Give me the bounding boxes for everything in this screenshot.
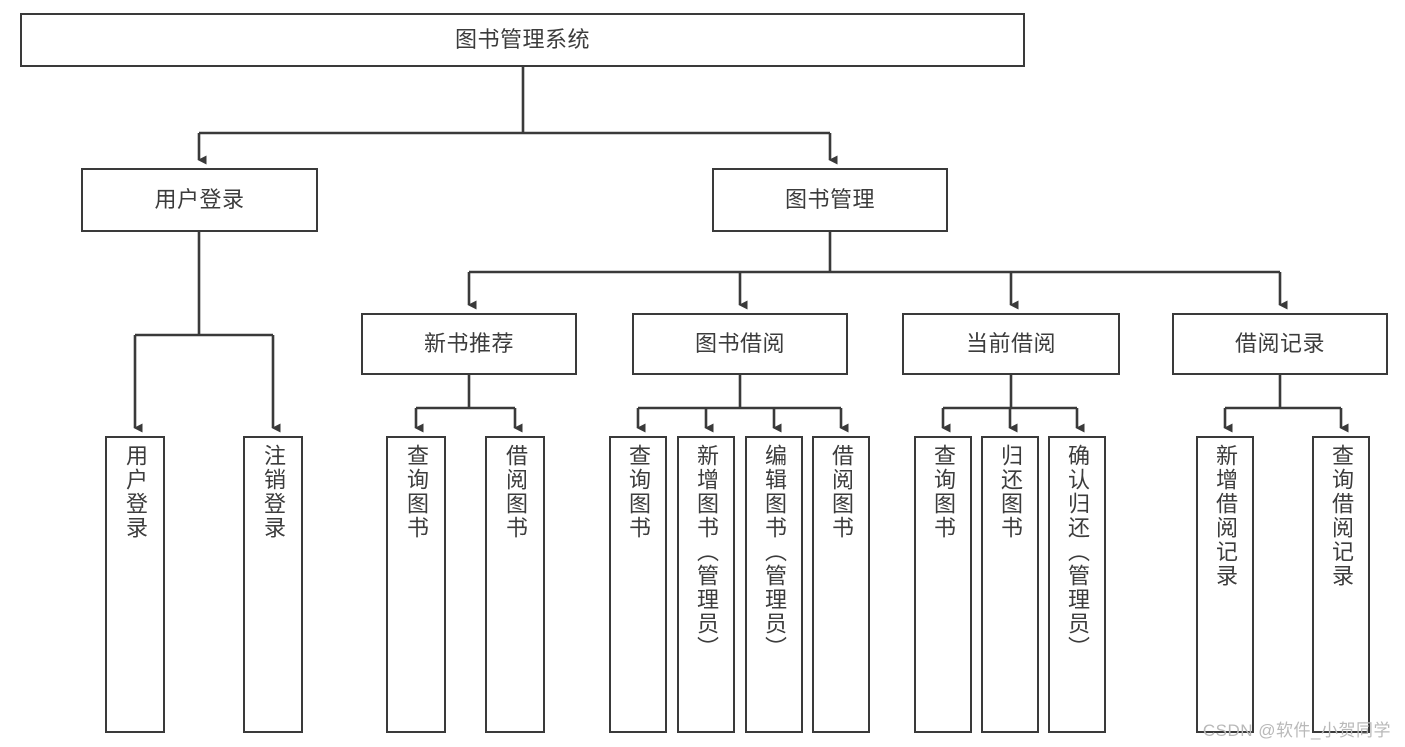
node-leaf-add-book-label: 新增图书（管理员）	[694, 444, 719, 660]
node-leaf-query-book-3-label: 查询图书	[931, 444, 956, 540]
node-leaf-logout[interactable]: 注销登录	[243, 436, 303, 733]
node-root-label: 图书管理系统	[454, 26, 590, 52]
node-leaf-user-login[interactable]: 用户登录	[105, 436, 165, 733]
node-new-book-recommend-label: 新书推荐	[423, 330, 514, 356]
node-new-book-recommend[interactable]: 新书推荐	[361, 313, 577, 375]
node-book-borrow-label: 图书借阅	[694, 330, 785, 356]
node-leaf-query-record-label: 查询借阅记录	[1329, 444, 1354, 588]
node-current-borrow-label: 当前借阅	[965, 330, 1056, 356]
node-leaf-add-book[interactable]: 新增图书（管理员）	[677, 436, 735, 733]
node-borrow-record[interactable]: 借阅记录	[1172, 313, 1388, 375]
node-leaf-query-book-1[interactable]: 查询图书	[386, 436, 446, 733]
node-leaf-confirm-return-label: 确认归还（管理员）	[1065, 444, 1090, 660]
node-borrow-record-label: 借阅记录	[1234, 330, 1325, 356]
node-leaf-confirm-return[interactable]: 确认归还（管理员）	[1048, 436, 1106, 733]
node-root-system[interactable]: 图书管理系统	[20, 13, 1025, 67]
node-leaf-query-book-1-label: 查询图书	[404, 444, 429, 540]
node-leaf-borrow-book-2[interactable]: 借阅图书	[812, 436, 870, 733]
node-leaf-logout-label: 注销登录	[261, 444, 286, 540]
node-leaf-add-record-label: 新增借阅记录	[1213, 444, 1238, 588]
node-leaf-borrow-book-1[interactable]: 借阅图书	[485, 436, 545, 733]
node-leaf-query-record[interactable]: 查询借阅记录	[1312, 436, 1370, 733]
node-leaf-borrow-book-1-label: 借阅图书	[503, 444, 528, 540]
node-leaf-edit-book-label: 编辑图书（管理员）	[762, 444, 787, 660]
node-leaf-query-book-3[interactable]: 查询图书	[914, 436, 972, 733]
node-book-borrow[interactable]: 图书借阅	[632, 313, 848, 375]
node-user-login-label: 用户登录	[154, 186, 245, 212]
node-user-login[interactable]: 用户登录	[81, 168, 318, 232]
node-leaf-query-book-2[interactable]: 查询图书	[609, 436, 667, 733]
node-leaf-return-book[interactable]: 归还图书	[981, 436, 1039, 733]
node-leaf-return-book-label: 归还图书	[998, 444, 1023, 540]
node-current-borrow[interactable]: 当前借阅	[902, 313, 1120, 375]
node-leaf-query-book-2-label: 查询图书	[626, 444, 651, 540]
node-leaf-user-login-label: 用户登录	[123, 444, 148, 540]
node-leaf-add-record[interactable]: 新增借阅记录	[1196, 436, 1254, 733]
node-book-manage[interactable]: 图书管理	[712, 168, 948, 232]
node-leaf-edit-book[interactable]: 编辑图书（管理员）	[745, 436, 803, 733]
node-leaf-borrow-book-2-label: 借阅图书	[829, 444, 854, 540]
node-book-manage-label: 图书管理	[784, 186, 875, 212]
